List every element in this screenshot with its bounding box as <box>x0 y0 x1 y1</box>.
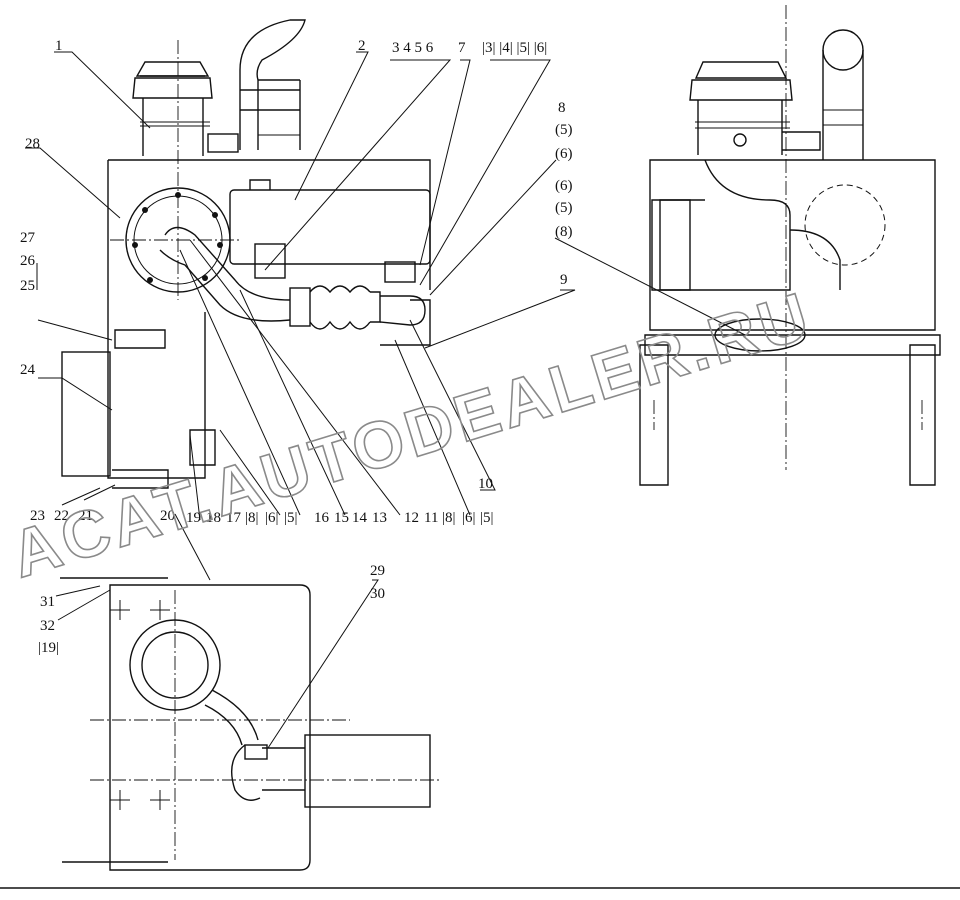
label-7: 7 <box>458 40 466 56</box>
label-29: 29 <box>370 563 385 579</box>
label-18: 18 <box>206 510 221 526</box>
label-1: 1 <box>55 38 63 54</box>
label-27: 27 <box>20 230 36 246</box>
label-24: 24 <box>20 362 36 378</box>
label-8-boxed: |8| <box>245 510 259 526</box>
label-26: 26 <box>20 253 36 269</box>
label-16: 16 <box>314 510 330 526</box>
label-23: 23 <box>30 508 45 524</box>
label-8-6: (6) <box>555 146 573 162</box>
part-labels: 1 2 3 4 5 6 7 |3| |4| |5| |6| 8 (5) (6) … <box>20 38 573 656</box>
label-6b-boxed: |6| <box>462 510 476 526</box>
label-5c: (5) <box>555 200 573 216</box>
label-6c: (6) <box>555 178 573 194</box>
label-3-6: 3 4 5 6 <box>392 40 434 56</box>
label-8-5: (5) <box>555 122 573 138</box>
label-19-boxed: |19| <box>38 640 59 656</box>
label-11: 11 <box>424 510 438 526</box>
label-12: 12 <box>404 510 419 526</box>
label-17: 17 <box>226 510 242 526</box>
label-20: 20 <box>160 508 175 524</box>
label-2: 2 <box>358 38 366 54</box>
label-25: 25 <box>20 278 35 294</box>
label-13: 13 <box>372 510 387 526</box>
top-view <box>60 577 440 871</box>
label-21: 21 <box>78 508 93 524</box>
front-view <box>61 19 431 489</box>
label-6-boxed: |6| <box>265 510 279 526</box>
label-22: 22 <box>54 508 69 524</box>
label-19: 19 <box>186 510 201 526</box>
label-9: 9 <box>560 272 568 288</box>
label-3-6-boxed: |3| |4| |5| |6| <box>482 40 547 56</box>
side-view <box>639 5 941 486</box>
label-8: 8 <box>558 100 566 116</box>
label-8b-boxed: |8| <box>442 510 456 526</box>
label-31: 31 <box>40 594 55 610</box>
label-8c: (8) <box>555 224 573 240</box>
label-5b-boxed: |5| <box>480 510 494 526</box>
label-30: 30 <box>370 586 385 602</box>
leader-lines <box>25 51 746 749</box>
label-28: 28 <box>25 136 40 152</box>
label-15: 15 <box>334 510 349 526</box>
label-14: 14 <box>352 510 368 526</box>
label-5-boxed: |5| <box>284 510 298 526</box>
label-32: 32 <box>40 618 55 634</box>
label-10: 10 <box>478 476 493 492</box>
